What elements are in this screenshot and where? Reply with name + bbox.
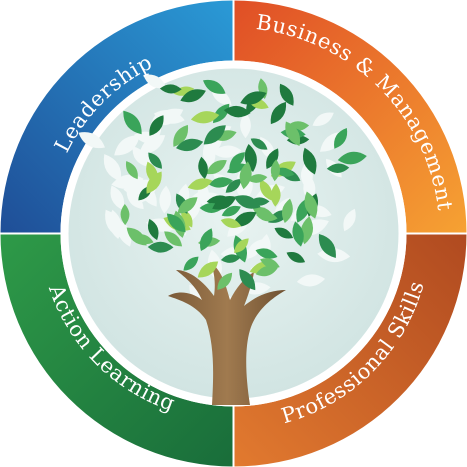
leaf: [234, 238, 249, 253]
ghost-leaf: [132, 146, 148, 167]
leaf: [217, 272, 233, 290]
leaf: [234, 195, 261, 209]
ghost-leaf: [139, 135, 166, 154]
ghost-leaf: [126, 191, 144, 210]
ghost-leaf: [143, 74, 167, 89]
leaf: [213, 103, 230, 124]
leaf: [147, 218, 159, 241]
leaf: [274, 227, 294, 239]
leaf: [281, 198, 293, 224]
leaf: [260, 258, 280, 269]
tree-icon: [78, 74, 367, 405]
leaf: [164, 231, 183, 247]
leaf: [221, 205, 241, 217]
segment-action-learning: [0, 233, 234, 467]
leaf: [220, 218, 242, 228]
leaf: [212, 196, 237, 210]
leaf: [326, 163, 350, 173]
leaf: [148, 152, 162, 169]
leaf: [292, 221, 304, 247]
leaf: [259, 179, 273, 201]
leaf: [125, 161, 138, 180]
leaf: [334, 128, 348, 149]
ghost-leaf: [247, 239, 262, 260]
leaf: [173, 124, 189, 147]
leaf: [270, 183, 281, 207]
ghost-leaf: [110, 185, 125, 211]
segment-leadership: [0, 0, 234, 234]
segment-business-management: [233, 0, 467, 234]
ghost-leaf: [114, 135, 140, 156]
leaf: [200, 228, 213, 252]
leaf: [132, 234, 154, 245]
leaf: [183, 256, 199, 271]
leaf: [229, 152, 245, 169]
leaf: [208, 177, 233, 188]
leaf: [255, 265, 278, 277]
leaf: [227, 163, 246, 174]
leaf: [147, 241, 174, 253]
leaf: [166, 213, 186, 233]
ghost-leaf: [343, 208, 356, 232]
leaf: [255, 248, 278, 259]
leaf: [146, 161, 158, 185]
leaf: [177, 197, 198, 214]
ghost-leaf: [103, 154, 122, 182]
leaf: [337, 151, 367, 165]
leaf: [197, 261, 219, 278]
leaf: [250, 138, 268, 150]
leaf: [123, 110, 142, 135]
ghost-leaf: [78, 132, 105, 149]
leaf: [318, 234, 336, 258]
leaf: [304, 191, 318, 219]
ghost-leaf: [159, 185, 172, 214]
leaf: [206, 160, 227, 175]
ghost-leaf: [312, 112, 334, 126]
leaf: [286, 252, 306, 263]
leaf: [239, 269, 256, 291]
leaf: [198, 156, 208, 179]
leaf: [279, 83, 294, 106]
ghost-leaf: [212, 145, 242, 158]
leaf: [270, 101, 287, 125]
leaf: [203, 125, 226, 145]
leaf: [220, 254, 241, 263]
leaf: [302, 147, 317, 175]
leaf: [149, 115, 164, 136]
leaf: [225, 179, 242, 193]
leaf: [203, 79, 226, 94]
leaf: [187, 178, 213, 190]
leaf-canopy: [120, 78, 367, 291]
leaf: [239, 161, 252, 190]
leaf: [266, 148, 279, 169]
ghost-leaf: [296, 274, 326, 287]
leaf: [240, 91, 267, 105]
leaf: [159, 84, 182, 94]
tree-trunk: [168, 262, 286, 405]
ghost-leaf: [240, 112, 251, 139]
leaf: [252, 206, 276, 221]
leaf: [223, 105, 251, 118]
leaf: [190, 111, 220, 124]
ghost-leaf: [105, 209, 123, 239]
leaf: [176, 138, 204, 152]
leaf: [181, 208, 193, 228]
leaf: [180, 89, 206, 103]
leaf: [120, 204, 130, 226]
segment-professional-skills: [233, 233, 467, 467]
leaf: [270, 159, 281, 182]
leaf: [300, 216, 314, 245]
leaf: [247, 174, 268, 183]
leaf: [285, 121, 301, 146]
